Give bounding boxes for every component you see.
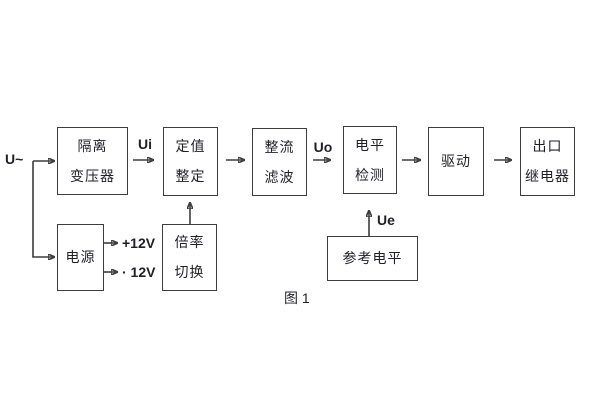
arrow-input-to-power xyxy=(32,161,54,257)
label-input-voltage: U~ xyxy=(5,151,24,167)
box-level-detect: 电平 检测 xyxy=(343,126,397,194)
box-label: 参考电平 xyxy=(342,250,403,266)
box-label: 驱动 xyxy=(441,153,471,169)
box-label: 隔离 xyxy=(77,137,108,154)
box-ratio-switch: 倍率 切换 xyxy=(162,224,217,291)
label-minus-12v: · 12V xyxy=(122,264,156,280)
box-reference-level: 参考电平 xyxy=(327,236,418,281)
label-ui: Ui xyxy=(138,136,152,152)
box-label: 整定 xyxy=(175,168,206,184)
figure-caption: 图 1 xyxy=(284,290,310,306)
label-ue: Ue xyxy=(377,212,395,228)
box-label: 滤波 xyxy=(264,168,295,185)
box-setting-adjust: 定值 整定 xyxy=(163,127,218,196)
box-label: 切换 xyxy=(174,264,205,280)
box-label: 整流 xyxy=(264,138,295,155)
box-rectifier-filter: 整流 滤波 xyxy=(252,128,307,196)
label-uo: Uo xyxy=(313,139,333,155)
box-power-supply: 电源 xyxy=(57,224,104,291)
box-label: 电源 xyxy=(65,249,96,265)
box-label: 检测 xyxy=(355,166,385,183)
box-output-relay: 出口 继电器 xyxy=(520,127,575,196)
box-isolation-transformer: 隔离 变压器 xyxy=(57,127,128,195)
box-label: 倍率 xyxy=(174,234,205,250)
box-drive: 驱动 xyxy=(428,127,484,196)
box-label: 继电器 xyxy=(525,168,570,184)
box-label: 定值 xyxy=(175,138,206,154)
label-plus-12v: +12V xyxy=(122,235,156,251)
box-label: 电平 xyxy=(355,136,385,153)
box-label: 出口 xyxy=(532,138,563,154)
box-label: 变压器 xyxy=(70,167,115,184)
